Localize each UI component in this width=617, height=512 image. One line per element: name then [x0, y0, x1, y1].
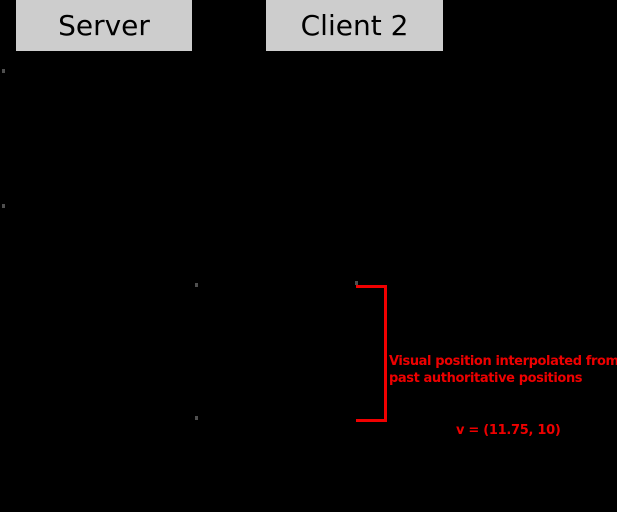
annotation-line-2: past authoritative positions — [389, 371, 583, 386]
marker-dot — [2, 69, 5, 73]
marker-dot — [2, 204, 5, 208]
marker-dot — [195, 283, 198, 287]
marker-dot — [195, 416, 198, 420]
client2-header-label: Client 2 — [300, 8, 409, 42]
server-header-box: Server — [16, 0, 192, 51]
interpolation-bracket — [356, 285, 387, 422]
velocity-label: v = (11.75, 10) — [456, 423, 561, 438]
interpolation-annotation: Visual position interpolated from past a… — [389, 353, 617, 387]
client2-header-box: Client 2 — [266, 0, 443, 51]
annotation-line-1: Visual position interpolated from — [389, 354, 617, 369]
server-header-label: Server — [58, 8, 150, 42]
marker-dot — [355, 281, 358, 285]
